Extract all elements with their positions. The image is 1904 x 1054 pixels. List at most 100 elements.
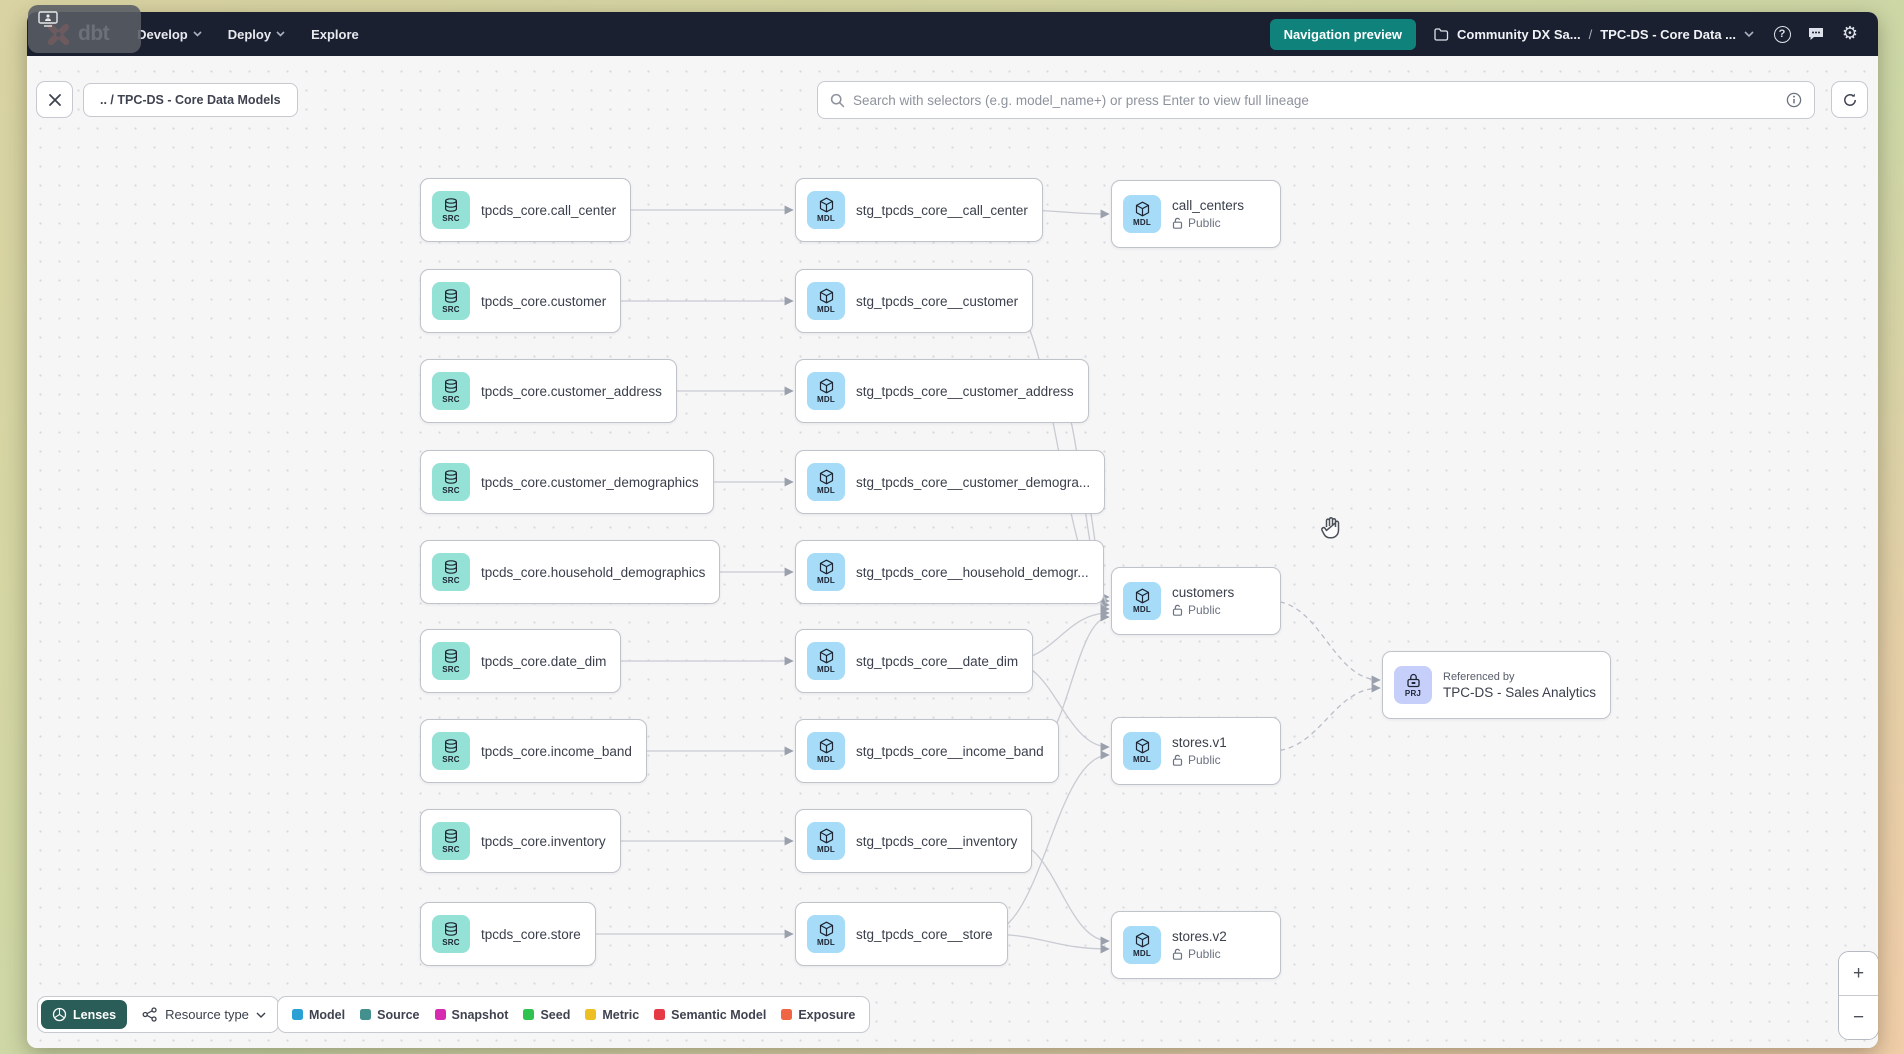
database-icon [444, 648, 458, 663]
nav-item-explore[interactable]: Explore [311, 26, 359, 42]
lenses-button[interactable]: Lenses [41, 1000, 128, 1029]
zoom-in-button[interactable]: + [1839, 952, 1878, 995]
top-nav: dbt Develop Deploy Explore Navigation pr… [27, 12, 1878, 56]
cube-icon [819, 469, 833, 485]
breadcrumb[interactable]: Community DX Sa... / TPC-DS - Core Data … [1434, 27, 1754, 42]
cube-icon [1135, 738, 1149, 754]
feedback-icon[interactable] [1806, 24, 1826, 44]
cube-icon [819, 559, 833, 575]
node-access-badge: Public [1172, 216, 1244, 230]
node-label: stores.v2 [1172, 929, 1227, 944]
legend-item-metric: Metric [585, 1008, 639, 1022]
info-icon[interactable] [1786, 92, 1802, 108]
nav-item-develop[interactable]: Develop [137, 27, 202, 42]
legend-controls: Lenses Resource type [37, 996, 279, 1033]
navigation-preview-button[interactable]: Navigation preview [1269, 18, 1417, 50]
model-badge: MDL [1123, 582, 1161, 620]
chevron-down-icon[interactable] [1744, 30, 1754, 38]
source-badge: SRC [432, 915, 470, 953]
node-label: stg_tpcds_core__date_dim [856, 653, 1019, 669]
node-access-badge: Public [1172, 947, 1227, 961]
breadcrumb-project[interactable]: Community DX Sa... [1457, 26, 1581, 42]
node-access-badge: Public [1172, 753, 1227, 767]
node-label: call_centers [1172, 198, 1245, 213]
public-unlock-icon [1172, 754, 1183, 766]
model-badge: MDL [807, 372, 845, 410]
model-badge: MDL [807, 282, 845, 320]
legend-swatch [585, 1009, 597, 1020]
source-badge: SRC [432, 372, 470, 410]
settings-gear-icon[interactable]: ⚙ [1841, 23, 1859, 44]
node-label: stg_tpcds_core__customer_demogra... [856, 474, 1091, 490]
node-label: customers [1172, 585, 1235, 600]
database-icon [444, 559, 458, 574]
public-unlock-icon [1172, 948, 1183, 960]
lineage-breadcrumb-chip[interactable]: .. / TPC-DS - Core Data Models [83, 83, 298, 117]
lineage-search [817, 81, 1815, 119]
legend-item-seed: Seed [523, 1008, 570, 1022]
node-label: tpcds_core.store [481, 926, 581, 942]
resource-graph-icon [142, 1007, 157, 1022]
refresh-button[interactable] [1831, 81, 1868, 118]
close-lineage-button[interactable] [36, 81, 73, 118]
database-icon [444, 197, 458, 212]
database-icon [444, 288, 458, 303]
app-window: dbt Develop Deploy Explore Navigation pr… [27, 12, 1878, 1048]
graph-node-source[interactable]: SRC tpcds_core.store [420, 902, 596, 966]
legend-swatch [292, 1009, 303, 1020]
folder-icon [1434, 27, 1449, 41]
legend-item-snapshot: Snapshot [434, 1008, 508, 1022]
project-icon [1406, 673, 1420, 687]
cube-icon [1135, 588, 1149, 604]
lineage-edge-cross-project [1270, 683, 1381, 752]
graph-node-model[interactable]: MDL stg_tpcds_core__inventory [795, 809, 1033, 873]
screen-share-overlay [28, 5, 141, 53]
model-badge: MDL [1123, 195, 1161, 233]
nav-item-deploy[interactable]: Deploy [228, 27, 285, 42]
node-label: stg_tpcds_core__household_demogr... [856, 564, 1089, 580]
breadcrumb-environment[interactable]: TPC-DS - Core Data ... [1600, 26, 1736, 42]
node-label: stg_tpcds_core__store [856, 926, 993, 942]
resource-type-dropdown[interactable]: Resource type [133, 1000, 275, 1029]
database-icon [444, 738, 458, 753]
database-icon [444, 469, 458, 484]
node-label: stg_tpcds_core__inventory [856, 833, 1018, 849]
zoom-out-button[interactable]: − [1839, 996, 1878, 1039]
source-badge: SRC [432, 553, 470, 591]
legend-item-exposure: Exposure [781, 1008, 855, 1022]
database-icon [444, 828, 458, 843]
help-icon[interactable]: ? [1772, 24, 1792, 44]
node-label: tpcds_core.income_band [481, 743, 632, 759]
node-label: tpcds_core.customer_demographics [481, 474, 699, 490]
search-input[interactable] [853, 92, 1778, 108]
node-label: tpcds_core.date_dim [481, 653, 607, 669]
model-badge: MDL [807, 822, 845, 860]
cube-icon [819, 921, 833, 937]
refresh-icon [1843, 93, 1856, 106]
legend-swatch [654, 1009, 666, 1020]
public-unlock-icon [1172, 604, 1183, 616]
